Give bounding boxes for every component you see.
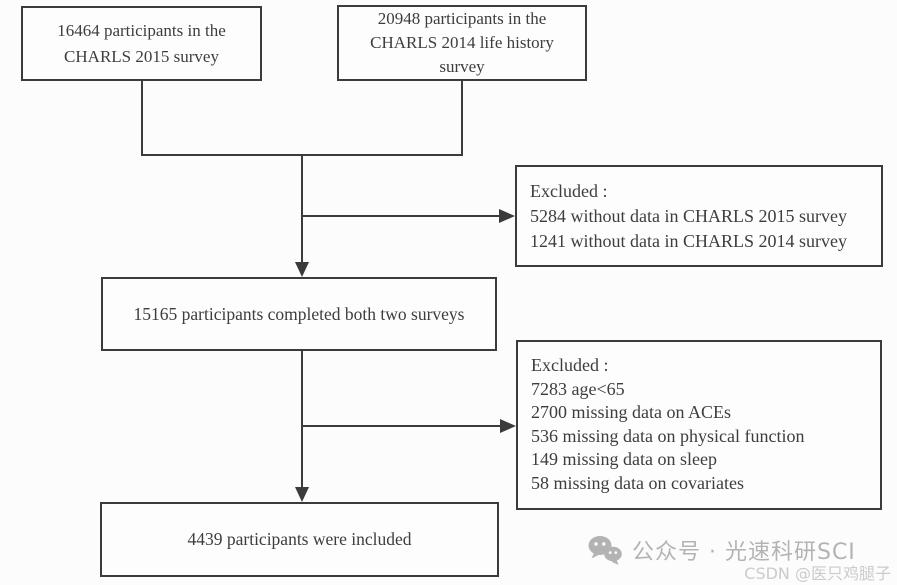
flow-box-charls-2014-life-history: 20948 participants in the CHARLS 2014 li… xyxy=(337,5,587,81)
flow-box-text-line: survey xyxy=(439,57,485,76)
flow-box-included: 4439 participants were included xyxy=(100,502,499,577)
excluded-item: 149 missing data on sleep xyxy=(531,449,717,469)
flow-box-charls-2015-survey: 16464 participants in the CHARLS 2015 su… xyxy=(21,6,262,81)
flow-box-text-line: 4439 participants were included xyxy=(187,529,412,549)
arrow-right-to-excluded-1 xyxy=(499,209,515,223)
merge-connector xyxy=(141,81,463,156)
excluded-box-1: Excluded : 5284 without data in CHARLS 2… xyxy=(515,165,883,267)
excluded-item: 7283 age<65 xyxy=(531,378,625,399)
wechat-icon xyxy=(588,535,622,565)
flow-box-completed-both-surveys: 15165 participants completed both two su… xyxy=(101,277,497,351)
excluded-item: 58 missing data on covariates xyxy=(531,472,744,493)
flow-box-text-line: CHARLS 2015 survey xyxy=(64,46,219,66)
arrow-right-to-excluded-2 xyxy=(500,419,516,433)
excluded-item: 536 missing data on physical function xyxy=(531,425,805,446)
excluded-title: Excluded : xyxy=(531,355,609,375)
csdn-watermark: CSDN @医只鸡腿子 xyxy=(744,564,891,583)
excluded-box-2: Excluded : 7283 age<65 2700 missing data… xyxy=(516,340,882,510)
excluded-item: 1241 without data in CHARLS 2014 survey xyxy=(530,231,847,251)
wechat-watermark-text: 公众号 · 光速科研SCI xyxy=(632,540,856,565)
excluded-item: 2700 missing data on ACEs xyxy=(531,402,732,422)
flow-box-text-line: 16464 participants in the xyxy=(57,20,226,40)
arrow-down-to-completed xyxy=(295,262,309,277)
excluded-item: 5284 without data in CHARLS 2015 survey xyxy=(530,206,847,226)
wechat-watermark: 公众号 · 光速科研SCI xyxy=(587,534,856,566)
excluded-title: Excluded : xyxy=(530,181,608,201)
flow-box-text-line: CHARLS 2014 life history xyxy=(370,33,554,52)
flow-box-text-line: 20948 participants in the xyxy=(377,9,547,28)
arrow-down-to-included xyxy=(295,487,309,502)
flow-box-text-line: 15165 participants completed both two su… xyxy=(133,303,465,324)
